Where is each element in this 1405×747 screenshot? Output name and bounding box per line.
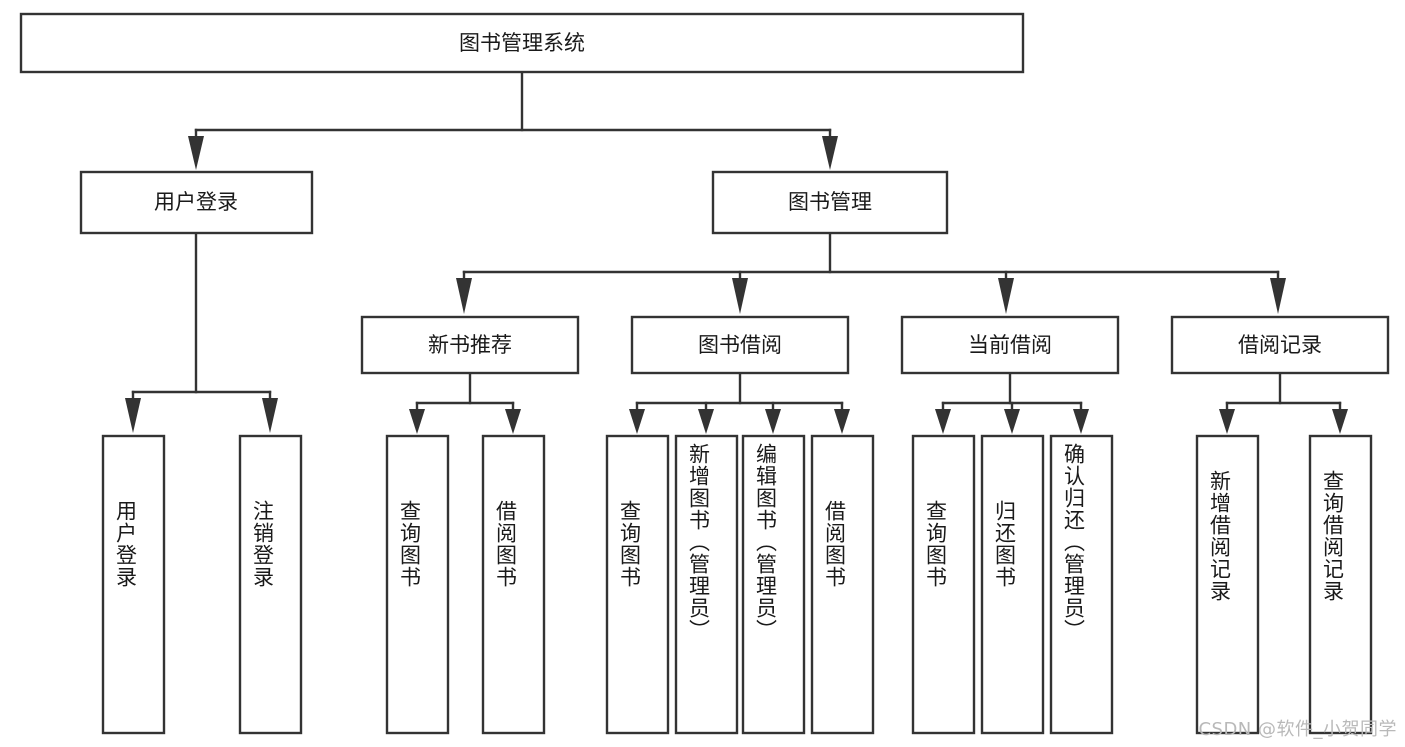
arrow-head-leaf-logout-login	[262, 398, 278, 433]
node-user-login-box[interactable]	[79, 170, 314, 235]
node-leaf-return-book-box[interactable]	[980, 434, 1045, 735]
node-book-borrow-label: 图书借阅	[698, 333, 782, 357]
arrow-head-leaf-edit-book	[765, 409, 781, 434]
node-book-manage[interactable]: 图书管理	[711, 170, 949, 235]
node-leaf-borrow-book-2-box[interactable]	[810, 434, 875, 735]
node-current-borrow[interactable]: 当前借阅	[900, 315, 1120, 375]
leaf-box-layer	[101, 434, 1373, 735]
node-root[interactable]: 图书管理系统	[19, 12, 1025, 74]
node-book-borrow-box[interactable]	[630, 315, 850, 375]
node-leaf-query-book-2-box[interactable]	[605, 434, 670, 735]
arrow-head-book-borrow	[732, 278, 748, 314]
arrow-head-leaf-query-book-3	[935, 409, 951, 434]
arrow-head-leaf-add-book	[698, 409, 714, 434]
arrow-head-new-book-recommend	[456, 278, 472, 314]
arrow-head-leaf-borrow-book-1	[505, 409, 521, 434]
arrow-head-leaf-query-book-1	[409, 409, 425, 434]
node-leaf-edit-book-box[interactable]	[741, 434, 806, 735]
arrow-head-current-borrow	[998, 278, 1014, 314]
arrow-head-leaf-confirm-return	[1073, 409, 1089, 434]
connector-layer	[125, 70, 1348, 434]
node-leaf-query-book-1-box[interactable]	[385, 434, 450, 735]
node-current-borrow-label: 当前借阅	[968, 333, 1052, 357]
arrow-head-borrow-record	[1270, 278, 1286, 314]
node-leaf-query-book-3-box[interactable]	[911, 434, 976, 735]
node-leaf-user-login-box[interactable]	[101, 434, 166, 735]
node-root-label: 图书管理系统	[459, 31, 585, 55]
node-root-box[interactable]	[19, 12, 1025, 74]
node-user-login[interactable]: 用户登录	[79, 170, 314, 235]
node-leaf-borrow-book-1-box[interactable]	[481, 434, 546, 735]
node-borrow-record[interactable]: 借阅记录	[1170, 315, 1390, 375]
node-book-manage-box[interactable]	[711, 170, 949, 235]
node-new-book-recommend[interactable]: 新书推荐	[360, 315, 580, 375]
node-leaf-logout-login-box[interactable]	[238, 434, 303, 735]
node-user-login-label: 用户登录	[154, 190, 238, 214]
node-leaf-add-record-box[interactable]	[1195, 434, 1260, 735]
node-leaf-query-record-box[interactable]	[1308, 434, 1373, 735]
node-leaf-add-book-box[interactable]	[674, 434, 739, 735]
node-book-manage-label: 图书管理	[788, 190, 872, 214]
arrow-head-user-login	[188, 136, 204, 170]
arrow-head-leaf-user-login	[125, 398, 141, 433]
arrow-head-leaf-return-book	[1004, 409, 1020, 434]
node-leaf-confirm-return-box[interactable]	[1049, 434, 1114, 735]
arrow-head-book-manage	[822, 136, 838, 170]
node-borrow-record-box[interactable]	[1170, 315, 1390, 375]
watermark-text: CSDN @软件_小贺同学	[1198, 719, 1397, 740]
node-borrow-record-label: 借阅记录	[1238, 333, 1322, 357]
arrow-head-leaf-query-book-2	[629, 409, 645, 434]
arrow-head-leaf-add-record	[1219, 409, 1235, 434]
node-book-borrow[interactable]: 图书借阅	[630, 315, 850, 375]
node-current-borrow-box[interactable]	[900, 315, 1120, 375]
node-new-book-recommend-label: 新书推荐	[428, 333, 512, 357]
arrow-head-leaf-query-record	[1332, 409, 1348, 434]
node-new-book-recommend-box[interactable]	[360, 315, 580, 375]
arrow-head-leaf-borrow-book-2	[834, 409, 850, 434]
